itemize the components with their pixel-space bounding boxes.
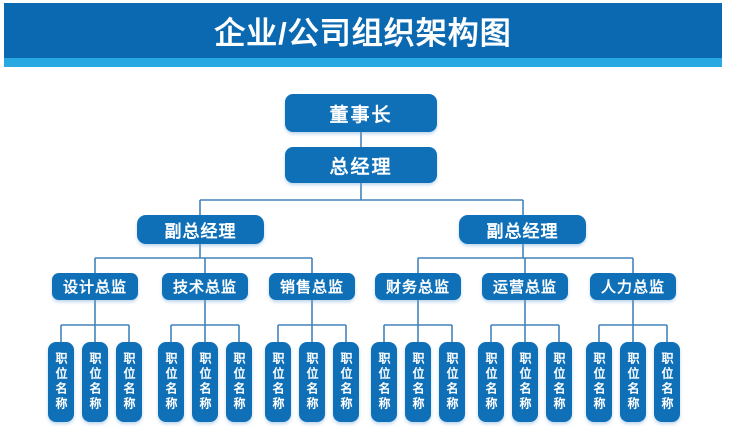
position-name-label: 职位名称 [660, 352, 674, 412]
position-name-label: 职位名称 [518, 352, 532, 412]
position-name-label: 职位名称 [122, 352, 136, 412]
position-name-label: 职位名称 [232, 352, 246, 412]
position-name-box: 职位名称 [82, 342, 108, 422]
general-manager-box: 总经理 [285, 147, 437, 183]
position-name-label: 职位名称 [305, 352, 319, 412]
banner-stripe [4, 58, 722, 67]
position-name-label: 职位名称 [484, 352, 498, 412]
position-name-box: 职位名称 [405, 342, 431, 422]
position-name-label: 职位名称 [411, 352, 425, 412]
position-name-box: 职位名称 [620, 342, 646, 422]
position-name-label: 职位名称 [164, 352, 178, 412]
position-name-label: 职位名称 [271, 352, 285, 412]
director-box-sales: 销售总监 [269, 273, 355, 300]
director-box-operations: 运营总监 [482, 273, 568, 300]
position-name-label: 职位名称 [377, 352, 391, 412]
position-name-box: 职位名称 [478, 342, 504, 422]
director-box-tech: 技术总监 [162, 273, 248, 300]
position-name-label: 职位名称 [88, 352, 102, 412]
position-name-box: 职位名称 [192, 342, 218, 422]
position-name-label: 职位名称 [552, 352, 566, 412]
director-box-finance: 财务总监 [375, 273, 461, 300]
position-name-label: 职位名称 [445, 352, 459, 412]
position-name-box: 职位名称 [333, 342, 359, 422]
position-name-box: 职位名称 [265, 342, 291, 422]
position-name-box: 职位名称 [546, 342, 572, 422]
position-name-box: 职位名称 [48, 342, 74, 422]
position-name-label: 职位名称 [54, 352, 68, 412]
position-name-box: 职位名称 [116, 342, 142, 422]
position-name-box: 职位名称 [586, 342, 612, 422]
position-name-box: 职位名称 [299, 342, 325, 422]
position-name-label: 职位名称 [626, 352, 640, 412]
position-name-box: 职位名称 [158, 342, 184, 422]
position-name-label: 职位名称 [198, 352, 212, 412]
deputy-gm-left-box: 副总经理 [137, 215, 264, 244]
title-banner: 企业/公司组织架构图 [4, 3, 722, 58]
deputy-gm-right-box: 副总经理 [459, 215, 586, 244]
chairman-box: 董事长 [285, 94, 437, 132]
position-name-label: 职位名称 [339, 352, 353, 412]
position-name-box: 职位名称 [654, 342, 680, 422]
page-title: 企业/公司组织架构图 [214, 16, 512, 51]
position-name-box: 职位名称 [439, 342, 465, 422]
position-name-box: 职位名称 [226, 342, 252, 422]
director-box-design: 设计总监 [52, 273, 138, 300]
position-name-label: 职位名称 [592, 352, 606, 412]
position-name-box: 职位名称 [512, 342, 538, 422]
position-name-box: 职位名称 [371, 342, 397, 422]
director-box-hr: 人力总监 [590, 273, 676, 300]
